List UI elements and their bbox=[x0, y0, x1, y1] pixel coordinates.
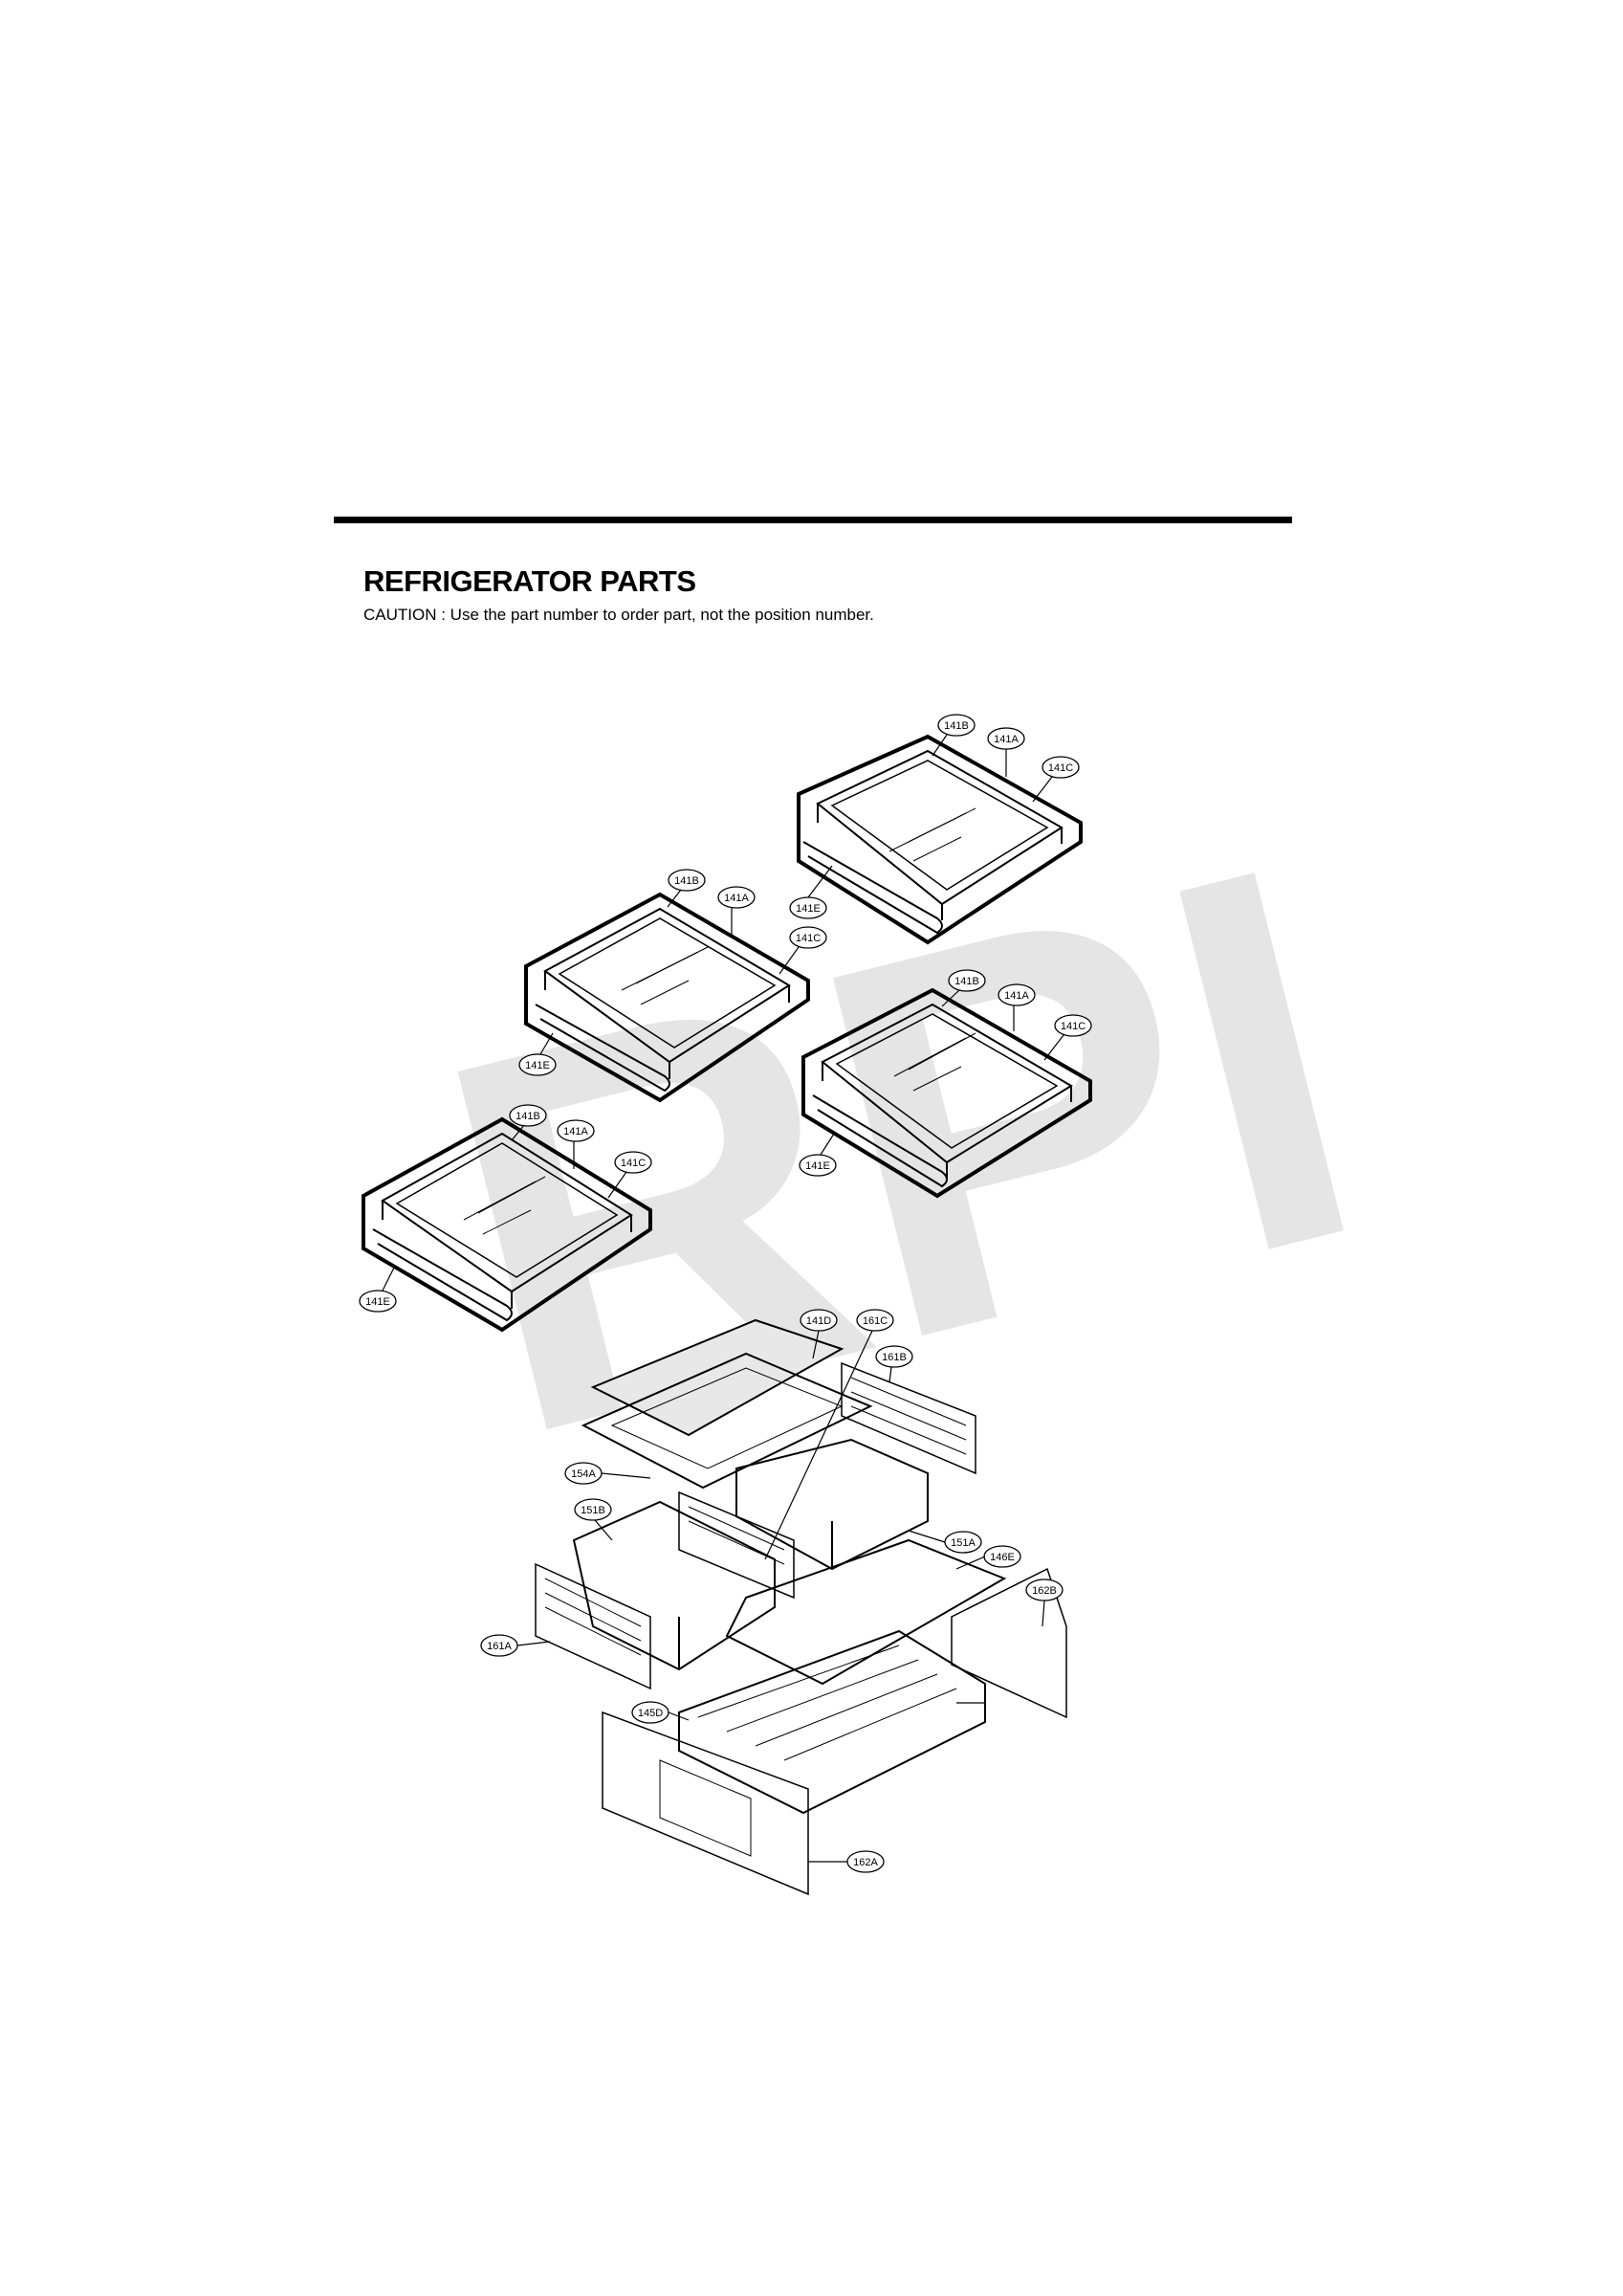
callout-141b-label: 141B bbox=[515, 1111, 540, 1122]
callout-141b-label: 141B bbox=[944, 720, 969, 732]
crisper-bottom-tray bbox=[678, 1629, 986, 1815]
callout-141b-label: 141B bbox=[954, 976, 979, 987]
callout-141c-label: 141C bbox=[621, 1158, 646, 1169]
callout-141c-label: 141C bbox=[1061, 1021, 1086, 1032]
callout-161a-label: 161A bbox=[487, 1641, 512, 1652]
crisper-drawer-left bbox=[572, 1500, 776, 1671]
shelf-3 bbox=[801, 987, 1092, 1199]
callout-161b-label: 161B bbox=[882, 1352, 907, 1363]
callout-141c bbox=[614, 1151, 652, 1174]
callout-146e-label: 146E bbox=[990, 1552, 1015, 1563]
callout-141a bbox=[998, 983, 1036, 1006]
callout-141e bbox=[518, 1053, 557, 1076]
shelf-1 bbox=[797, 734, 1083, 945]
callout-162a-label: 162A bbox=[853, 1857, 878, 1868]
callout-141a bbox=[717, 886, 756, 909]
callouts-shelf-2: 141B 141A 141C 141E bbox=[518, 869, 827, 1076]
callout-141a-label: 141A bbox=[1004, 990, 1029, 1002]
callout-141a bbox=[557, 1119, 595, 1142]
crisper-assembly bbox=[535, 1318, 1067, 1896]
callout-141a-label: 141A bbox=[994, 734, 1019, 745]
callout-141e bbox=[799, 1154, 837, 1177]
shelf-4 bbox=[362, 1116, 652, 1333]
callout-141b-label: 141B bbox=[674, 875, 699, 887]
callout-141b bbox=[668, 869, 706, 892]
callout-145d-label: 145D bbox=[638, 1708, 663, 1719]
callout-162b-label: 162B bbox=[1032, 1585, 1057, 1597]
header-rule bbox=[334, 517, 1292, 523]
callout-141a-label: 141A bbox=[724, 893, 749, 904]
page-title: REFRIGERATOR PARTS bbox=[363, 564, 696, 598]
callout-141b bbox=[509, 1104, 547, 1127]
callout-141e-label: 141E bbox=[365, 1296, 390, 1308]
crisper-cover-frame bbox=[581, 1352, 873, 1490]
callout-141e-label: 141E bbox=[796, 903, 821, 915]
callout-141d-label: 141D bbox=[806, 1315, 831, 1327]
callout-141b bbox=[948, 969, 986, 992]
callout-141e-label: 141E bbox=[525, 1060, 550, 1071]
callout-141b bbox=[937, 714, 976, 737]
crisper-support-plate bbox=[725, 1538, 1007, 1686]
callout-141c bbox=[1054, 1014, 1092, 1037]
callout-151b-label: 151B bbox=[581, 1505, 605, 1516]
shelf-2 bbox=[524, 892, 810, 1103]
callout-154a-label: 154A bbox=[571, 1468, 596, 1480]
callout-161c bbox=[856, 1309, 894, 1332]
callout-141a-label: 141A bbox=[563, 1126, 588, 1137]
callout-141c-label: 141C bbox=[796, 933, 821, 944]
callout-141c-label: 141C bbox=[1048, 762, 1073, 774]
callout-151a-label: 151A bbox=[951, 1537, 976, 1549]
callout-141e bbox=[359, 1290, 397, 1313]
caution-note: CAUTION : Use the part number to order p… bbox=[363, 606, 874, 624]
callout-141c bbox=[1042, 756, 1080, 779]
callouts-lower: 141D 161C 161B 154A 151B 151A 146E 162B … bbox=[480, 1309, 1064, 1873]
callout-161c-label: 161C bbox=[863, 1315, 888, 1327]
callout-141e-label: 141E bbox=[805, 1160, 830, 1172]
callout-161b bbox=[875, 1345, 913, 1368]
callouts-shelf-4: 141B 141A 141C 141E bbox=[359, 1104, 652, 1313]
leader-lines bbox=[382, 734, 1064, 1863]
callout-141c bbox=[789, 926, 827, 949]
crisper-glass bbox=[590, 1318, 844, 1437]
callout-151b bbox=[574, 1498, 612, 1521]
callouts-shelf-3: 141B 141A 141C 141E bbox=[799, 969, 1092, 1177]
